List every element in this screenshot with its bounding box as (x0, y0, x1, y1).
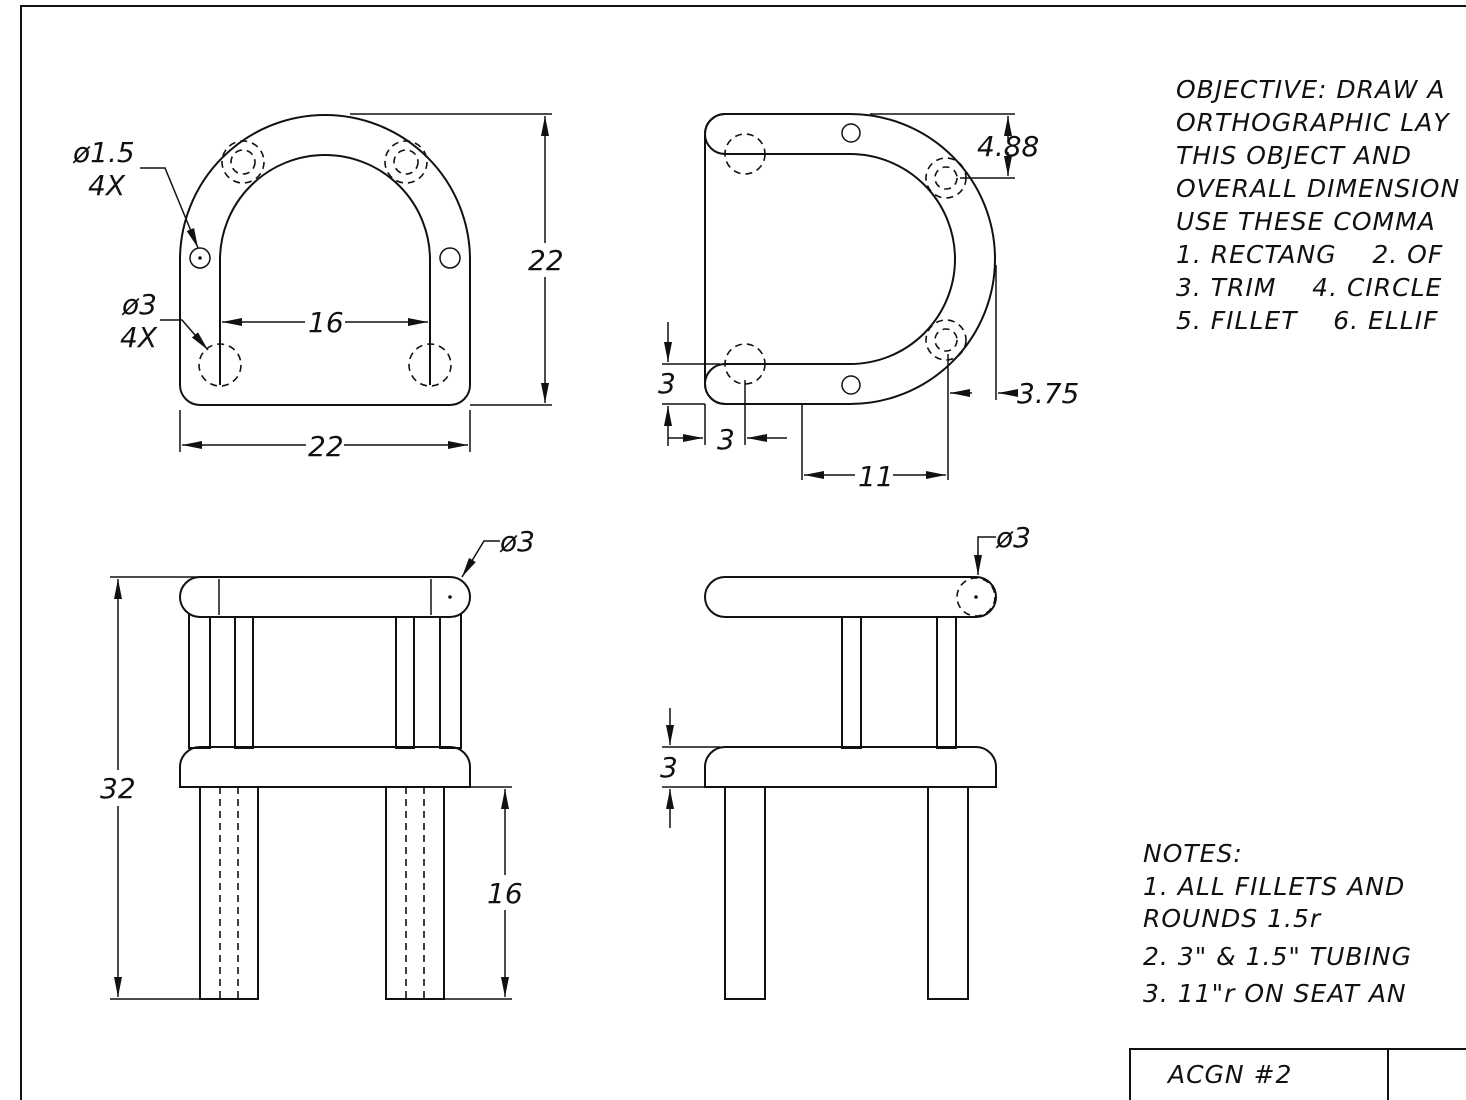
hole-large-qty: 4X (120, 321, 158, 354)
hole-small (439, 247, 461, 269)
sheet-border (20, 5, 1466, 1100)
leader-rail-dia (974, 536, 996, 575)
hole-large-inner (934, 328, 958, 352)
hole-large (724, 133, 766, 175)
tube-width-dim: 3 (717, 423, 735, 456)
objective-line: 1. RECTANG 2. OF (1176, 240, 1443, 269)
seat-thickness-dim: 3 (660, 751, 678, 784)
hole-large-inner (230, 149, 256, 175)
objective-line: USE THESE COMMA (1176, 207, 1436, 236)
objective-text: OBJECTIVE: DRAW A ORTHOGRAPHIC LAY THIS … (1176, 75, 1460, 335)
hole-large (724, 343, 766, 385)
back-post (234, 611, 254, 749)
rail-hidden-end (956, 577, 996, 617)
hole-small-qty: 4X (88, 169, 126, 202)
inner-width-dim: 16 (308, 306, 344, 339)
notes: NOTES: 1. ALL FILLETS AND ROUNDS 1.5r 2.… (1143, 839, 1412, 1008)
d-view-outer-outline (704, 113, 996, 405)
seat (704, 746, 997, 788)
hole-large (384, 140, 428, 184)
notes-line: ROUNDS 1.5r (1143, 904, 1322, 933)
back-post (395, 611, 415, 749)
overall-depth-dim: 22 (528, 244, 564, 277)
leg (724, 786, 766, 1000)
front-leg (385, 786, 445, 1000)
top-view-inner-outline (219, 154, 431, 385)
hole-small (189, 247, 211, 269)
title-block: ACGN #2 (1129, 1048, 1466, 1100)
front-leg (199, 786, 259, 1000)
leg-height-dim: 16 (487, 877, 523, 910)
objective-line: OBJECTIVE: DRAW A (1176, 75, 1445, 104)
radius-offset-dim: 4.88 (977, 130, 1039, 163)
title-block-frame (1129, 1048, 1466, 1100)
side-top-view: 4.88 3 3 3.75 11 (658, 113, 1079, 493)
hole-small-dim: ø1.5 (72, 136, 135, 169)
overall-height-dim: 32 (100, 772, 136, 805)
hole-large-inner (393, 149, 419, 175)
hole-large-inner (934, 166, 958, 190)
objective-line: ORTHOGRAPHIC LAY (1176, 108, 1450, 137)
rail-center-dot (448, 595, 452, 599)
notes-line: 1. ALL FILLETS AND (1143, 872, 1405, 901)
d-view-tube-end (704, 363, 726, 405)
front-view: ø3 32 16 (100, 525, 535, 1000)
hole-small (841, 123, 861, 143)
title-block-label: ACGN #2 (1166, 1060, 1292, 1089)
top-rail (704, 576, 997, 618)
offset-dim: 3.75 (1017, 377, 1079, 410)
rail-center-dot (974, 595, 978, 599)
hole-large (221, 140, 265, 184)
leg (927, 786, 969, 1000)
side-view: ø3 3 (660, 521, 1031, 1000)
back-post (188, 611, 211, 749)
notes-line: 3. 11"r ON SEAT AN (1143, 979, 1407, 1008)
top-view: ø1.5 4X ø3 4X 16 22 22 (72, 113, 564, 463)
d-view-inner-outline (725, 153, 956, 365)
leader-hole-small (140, 167, 199, 249)
leader-hole-large (160, 319, 209, 351)
objective-line: 3. TRIM 4. CIRCLE (1176, 273, 1442, 302)
overall-width-dim: 22 (308, 430, 344, 463)
tube-depth-dim: 3 (658, 367, 676, 400)
back-post (439, 611, 462, 749)
straight-length-dim: 11 (858, 460, 894, 493)
back-post (936, 611, 957, 749)
notes-title: NOTES: (1143, 839, 1243, 868)
hole-large-dim: ø3 (121, 288, 157, 321)
hole-large (408, 343, 452, 387)
rail-dia-dim: ø3 (995, 521, 1031, 554)
d-view-tube-end (704, 113, 726, 155)
objective-line: THIS OBJECT AND (1176, 141, 1412, 170)
leader-rail-dia (461, 540, 500, 578)
seat (179, 746, 471, 788)
rail-dia-dim: ø3 (499, 525, 535, 558)
objective-line: 5. FILLET 6. ELLIF (1176, 306, 1438, 335)
objective-line: OVERALL DIMENSION (1176, 174, 1460, 203)
notes-line: 2. 3" & 1.5" TUBING (1143, 942, 1412, 971)
hole-large (198, 343, 242, 387)
top-view-outer-outline (179, 114, 471, 406)
top-rail (179, 576, 471, 618)
hole-center-dot (198, 256, 202, 260)
back-post (841, 611, 862, 749)
hole-small (841, 375, 861, 395)
hole-large (925, 319, 967, 361)
